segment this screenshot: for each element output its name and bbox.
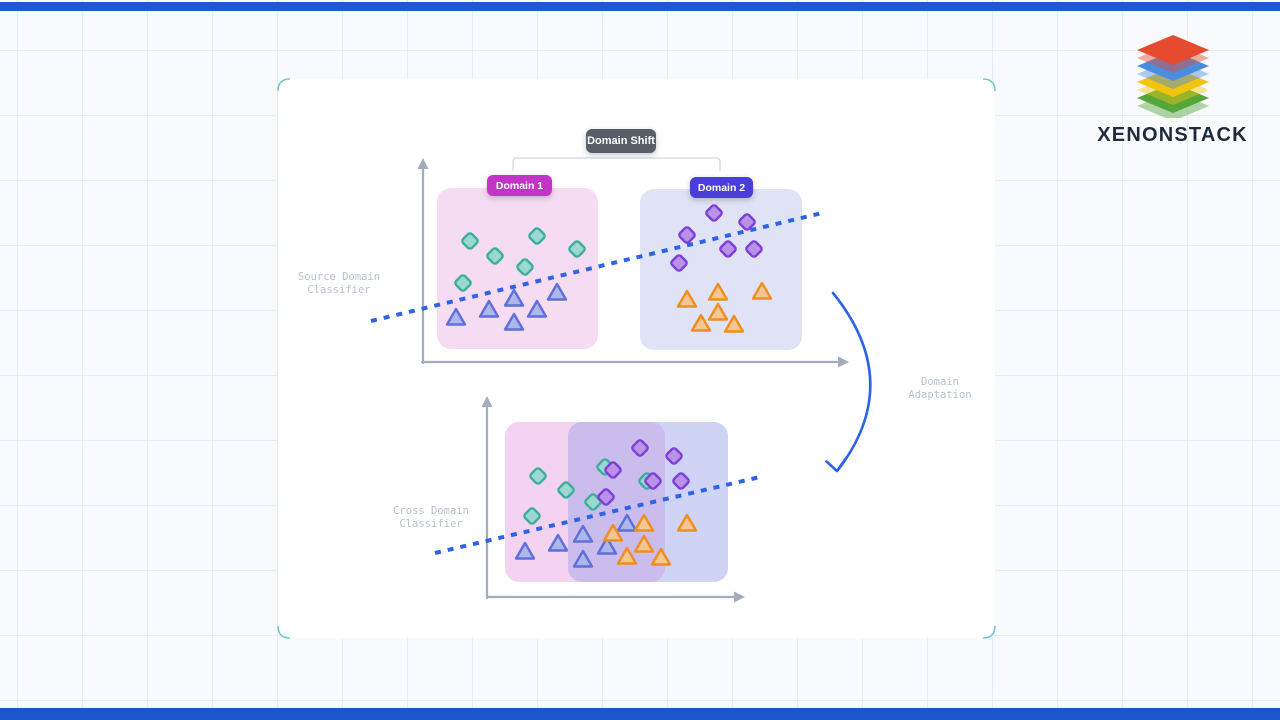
domain-1-badge: Domain 1 <box>487 175 552 196</box>
label-line: Domain <box>921 376 959 388</box>
label-line: Cross Domain <box>393 505 469 517</box>
diagram-card <box>278 79 995 638</box>
domain-2-badge: Domain 2 <box>690 177 753 198</box>
label-line: Classifier <box>399 518 463 530</box>
cross-domain-classifier-label: Cross Domain Classifier <box>375 505 487 531</box>
label-line: Adaptation <box>908 389 972 401</box>
logo-layer <box>1136 67 1209 97</box>
domain-shift-badge: Domain Shift <box>586 129 656 153</box>
logo-layer <box>1136 83 1209 113</box>
logo-layer <box>1136 35 1209 65</box>
domain-adaptation-label: Domain Adaptation <box>888 376 992 402</box>
brand: XENONSTACK <box>1085 30 1260 147</box>
top-accent-bar <box>0 2 1280 11</box>
logo-layer <box>1136 51 1209 81</box>
bottom-accent-bar <box>0 708 1280 720</box>
source-domain-classifier-label: Source Domain Classifier <box>283 271 395 297</box>
label-line: Classifier <box>307 284 371 296</box>
xenonstack-logo-icon <box>1136 35 1209 118</box>
brand-name: XENONSTACK <box>1097 124 1248 146</box>
label-line: Source Domain <box>297 271 381 283</box>
